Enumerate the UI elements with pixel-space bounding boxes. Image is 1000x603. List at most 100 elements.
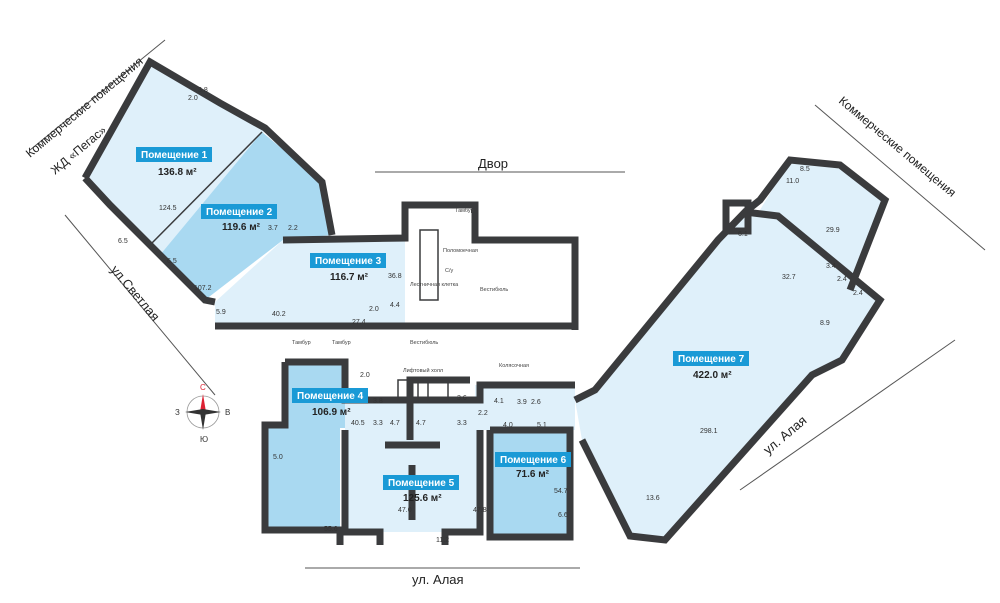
svg-text:47.8: 47.8 bbox=[473, 507, 487, 514]
svg-text:11.0: 11.0 bbox=[786, 178, 799, 185]
svg-text:5.0: 5.0 bbox=[273, 454, 283, 461]
svg-text:40.5: 40.5 bbox=[351, 420, 365, 427]
svg-text:Помещение 6: Помещение 6 bbox=[500, 455, 567, 466]
svg-text:6.5: 6.5 bbox=[167, 258, 177, 265]
svg-text:Помещение 4: Помещение 4 bbox=[297, 391, 364, 402]
svg-text:106.9 м²: 106.9 м² bbox=[312, 407, 351, 418]
street-label-alaya-bottom: ул. Алая bbox=[412, 572, 464, 587]
svg-text:6.1: 6.1 bbox=[738, 231, 748, 238]
wall bbox=[261, 362, 344, 545]
svg-text:422.0 м²: 422.0 м² bbox=[693, 370, 732, 381]
street-label-svetlaya: ул.Светлая bbox=[108, 262, 163, 324]
svg-text:Помещение 2: Помещение 2 bbox=[206, 207, 273, 218]
street-line bbox=[29, 39, 166, 151]
svg-text:55.6: 55.6 bbox=[324, 526, 338, 533]
svg-text:116.7 м²: 116.7 м² bbox=[330, 272, 369, 283]
svg-text:3.4: 3.4 bbox=[826, 263, 836, 270]
room-6-area[interactable] bbox=[490, 430, 570, 537]
svg-text:13.6: 13.6 bbox=[646, 495, 660, 502]
wall bbox=[282, 201, 579, 330]
wall bbox=[341, 430, 384, 545]
wall bbox=[149, 131, 263, 246]
svg-text:4.7: 4.7 bbox=[416, 420, 426, 427]
room-5-label[interactable]: Помещение 5 125.6 м² bbox=[383, 475, 459, 504]
svg-text:136.8 м²: 136.8 м² bbox=[158, 167, 197, 178]
room-1-label[interactable]: Помещение 1 136.8 м² bbox=[136, 147, 212, 178]
label-vestibul: Вестибюль bbox=[410, 340, 438, 346]
svg-text:2.4: 2.4 bbox=[853, 290, 863, 297]
wall bbox=[722, 199, 752, 235]
compass-west: З bbox=[175, 408, 180, 417]
elevator bbox=[397, 379, 419, 403]
compass-east: В bbox=[225, 408, 230, 417]
svg-text:4.0: 4.0 bbox=[503, 422, 513, 429]
svg-text:Помещение 5: Помещение 5 bbox=[388, 478, 455, 489]
room-4-label[interactable]: Помещение 4 106.9 м² bbox=[292, 388, 368, 418]
room-2-label[interactable]: Помещение 2 119.6 м² bbox=[201, 204, 277, 233]
svg-text:3.9: 3.9 bbox=[517, 399, 527, 406]
staircase bbox=[419, 229, 439, 301]
svg-text:3.8: 3.8 bbox=[198, 87, 208, 94]
room-6-annex bbox=[475, 385, 575, 430]
svg-text:Помещение 7: Помещение 7 bbox=[678, 354, 745, 365]
compass-south: Ю bbox=[200, 435, 208, 444]
label-stair: Лестничная клетка bbox=[410, 282, 459, 288]
label-kolyasochnaya: Колясочная bbox=[499, 363, 529, 369]
label-vestibul: Вестибюль bbox=[480, 287, 508, 293]
svg-text:124.5: 124.5 bbox=[159, 205, 177, 212]
svg-text:47.0: 47.0 bbox=[398, 507, 412, 514]
svg-text:3.7: 3.7 bbox=[268, 225, 278, 232]
room-7-label[interactable]: Помещение 7 422.0 м² bbox=[673, 351, 749, 381]
svg-text:119.6 м²: 119.6 м² bbox=[222, 222, 261, 233]
svg-text:71.6 м²: 71.6 м² bbox=[516, 469, 550, 480]
svg-text:40.2: 40.2 bbox=[272, 311, 286, 318]
svg-text:54.7: 54.7 bbox=[554, 488, 568, 495]
svg-text:4.7: 4.7 bbox=[390, 420, 400, 427]
compass: С Ю З В bbox=[175, 383, 230, 444]
room-4-area[interactable] bbox=[265, 362, 345, 530]
svg-text:6.5: 6.5 bbox=[118, 238, 128, 245]
compass-north: С bbox=[200, 383, 206, 392]
svg-text:5.1: 5.1 bbox=[537, 422, 547, 429]
svg-text:Помещение 3: Помещение 3 bbox=[315, 256, 382, 267]
svg-text:298.1: 298.1 bbox=[700, 428, 718, 435]
svg-text:3.3: 3.3 bbox=[373, 420, 383, 427]
street-line bbox=[64, 214, 216, 396]
svg-text:8.5: 8.5 bbox=[800, 166, 810, 173]
svg-text:3.6: 3.6 bbox=[457, 395, 467, 402]
svg-text:2.0: 2.0 bbox=[369, 306, 379, 313]
room-6-label[interactable]: Помещение 6 71.6 м² bbox=[495, 452, 571, 480]
svg-text:2.0: 2.0 bbox=[188, 95, 198, 102]
label-lift-hall: Лифтовый холл bbox=[403, 367, 443, 374]
svg-text:27.4: 27.4 bbox=[352, 319, 366, 326]
svg-text:5.9: 5.9 bbox=[216, 309, 226, 316]
svg-text:Помещение 1: Помещение 1 bbox=[141, 150, 208, 161]
svg-text:36.8: 36.8 bbox=[388, 273, 402, 280]
svg-text:125.6 м²: 125.6 м² bbox=[403, 493, 442, 504]
svg-text:6.6: 6.6 bbox=[558, 512, 568, 519]
wall bbox=[81, 57, 336, 236]
svg-text:32.7: 32.7 bbox=[782, 274, 796, 281]
svg-text:2.6: 2.6 bbox=[531, 399, 541, 406]
svg-text:8.9: 8.9 bbox=[820, 320, 830, 327]
street-line bbox=[739, 339, 956, 491]
wall bbox=[441, 430, 484, 545]
svg-text:4.4: 4.4 bbox=[390, 302, 400, 309]
svg-text:3.8: 3.8 bbox=[373, 398, 383, 405]
svg-text:2.4: 2.4 bbox=[837, 276, 847, 283]
street-line bbox=[814, 104, 986, 251]
label-tambur: Тамбур bbox=[292, 340, 311, 346]
svg-text:29.9: 29.9 bbox=[826, 227, 840, 234]
wall bbox=[742, 156, 890, 292]
wall bbox=[573, 208, 885, 544]
sub-area-labels: 3.8 2.0 124.5 6.5 6.5 107.2 3.7 2.2 36.8… bbox=[118, 87, 863, 544]
room-7-area[interactable] bbox=[575, 212, 880, 540]
svg-text:2.0: 2.0 bbox=[360, 372, 370, 379]
room-3-label[interactable]: Помещение 3 116.7 м² bbox=[310, 253, 386, 283]
svg-text:3.3: 3.3 bbox=[457, 420, 467, 427]
label-su: С/у bbox=[445, 268, 454, 274]
svg-text:4.1: 4.1 bbox=[494, 398, 504, 405]
svg-text:107.2: 107.2 bbox=[194, 285, 212, 292]
label-tambur: Тамбур bbox=[455, 208, 474, 214]
